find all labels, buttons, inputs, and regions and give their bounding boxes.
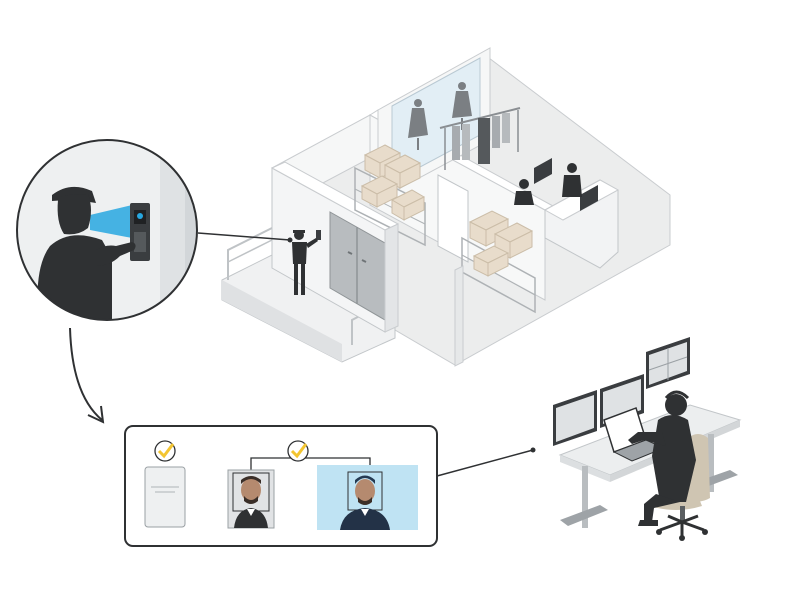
check-circle-icon bbox=[154, 440, 176, 462]
mannequin-icon bbox=[408, 82, 472, 150]
person-at-door-icon bbox=[292, 230, 318, 295]
monitor-wall bbox=[553, 337, 690, 446]
entry-detail-callout bbox=[16, 139, 198, 321]
id-photo-face bbox=[227, 469, 275, 529]
operator-workstation bbox=[553, 337, 742, 541]
interior-door bbox=[437, 174, 469, 263]
counter-monitors bbox=[534, 158, 598, 211]
warehouse-building bbox=[221, 47, 671, 367]
staff-silhouette-icon bbox=[514, 163, 582, 205]
shelf-unit-front bbox=[461, 210, 536, 314]
face-scanner-icon bbox=[130, 203, 150, 261]
wall-card-reader bbox=[316, 230, 321, 240]
check-circle-icon bbox=[287, 440, 309, 462]
panel-connector-line bbox=[436, 449, 534, 477]
id-card-icon bbox=[144, 466, 186, 528]
shelf-unit-back bbox=[354, 144, 426, 247]
match-bracket bbox=[250, 457, 371, 470]
operator-silhouette-icon bbox=[628, 390, 696, 526]
flow-arrow bbox=[69, 327, 103, 421]
clothing-rack-icon bbox=[439, 107, 521, 170]
callout-connector-line bbox=[197, 232, 291, 241]
face-scan-beam bbox=[90, 205, 132, 238]
verification-panel bbox=[124, 425, 438, 547]
entrance-railing bbox=[227, 225, 277, 280]
live-camera-face bbox=[317, 465, 418, 530]
